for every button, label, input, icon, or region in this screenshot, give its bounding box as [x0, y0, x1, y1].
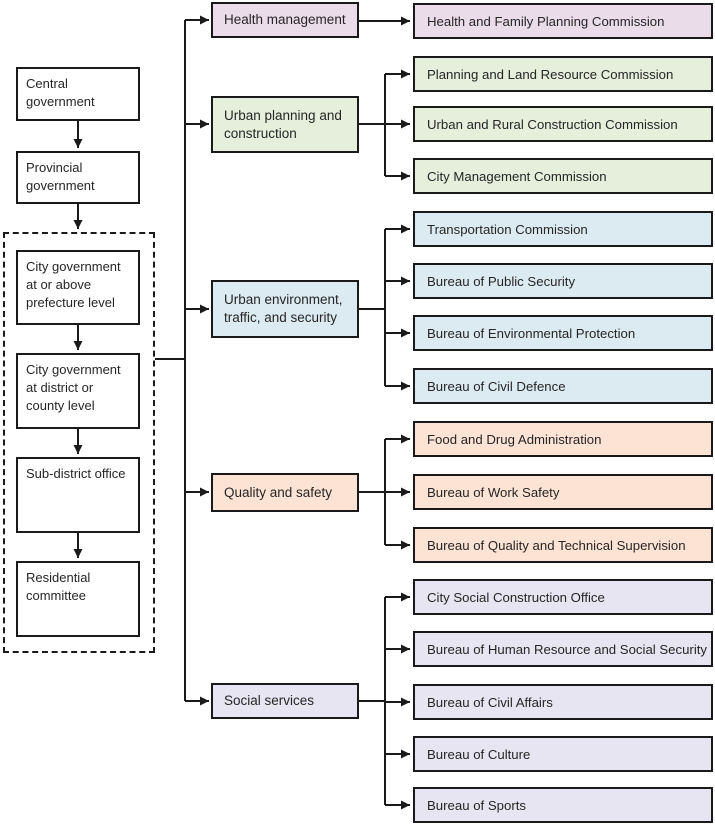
node-category-social-services: Social services [211, 683, 359, 719]
node-category-health-management: Health management [211, 2, 359, 38]
node-bureau-of-environmental-protection: Bureau of Environmental Protection [413, 315, 713, 351]
node-planning-land-resource-commission: Planning and Land Resource Commission [413, 56, 713, 92]
node-central-government: Central government [16, 67, 140, 121]
node-bureau-of-public-security: Bureau of Public Security [413, 263, 713, 299]
node-label: Bureau of Culture [427, 746, 531, 762]
node-label: Residential committee [26, 570, 91, 603]
node-label: Quality and safety [224, 484, 333, 500]
node-label: Health and Family Planning Commission [427, 13, 665, 29]
node-label: Bureau of Civil Affairs [427, 694, 553, 710]
node-sub-district-office: Sub-district office [16, 457, 140, 533]
node-bureau-of-human-resource-social-security: Bureau of Human Resource and Social Secu… [413, 631, 713, 667]
node-health-family-planning-commission: Health and Family Planning Commission [413, 3, 713, 39]
node-bureau-of-quality-technical-supervision: Bureau of Quality and Technical Supervis… [413, 527, 713, 563]
node-label: Health management [224, 12, 346, 28]
node-label: Central government [26, 76, 95, 109]
node-label: City Management Commission [427, 168, 607, 184]
node-city-management-commission: City Management Commission [413, 158, 713, 194]
node-bureau-of-sports: Bureau of Sports [413, 787, 713, 823]
node-food-and-drug-administration: Food and Drug Administration [413, 421, 713, 457]
node-bureau-of-civil-defence: Bureau of Civil Defence [413, 368, 713, 404]
node-label: Bureau of Civil Defence [427, 378, 566, 394]
node-provincial-government: Provincial government [16, 151, 140, 204]
node-label: Food and Drug Administration [427, 431, 602, 447]
node-label: City government at or above prefecture l… [26, 259, 121, 310]
node-category-urban-environment-traffic-security: Urban environment, traffic, and security [211, 280, 359, 338]
node-city-government-prefecture-level: City government at or above prefecture l… [16, 250, 140, 325]
dashed-municipal-group-outline [3, 232, 155, 653]
node-label: Planning and Land Resource Commission [427, 66, 674, 82]
node-bureau-of-civil-affairs: Bureau of Civil Affairs [413, 684, 713, 720]
node-label: Social services [224, 693, 315, 709]
node-transportation-commission: Transportation Commission [413, 211, 713, 247]
node-label: Bureau of Work Safety [427, 484, 560, 500]
node-label: Provincial government [26, 160, 95, 193]
node-label: Transportation Commission [427, 221, 588, 237]
node-label: Sub-district office [26, 466, 126, 481]
node-label: Bureau of Public Security [427, 273, 576, 289]
node-bureau-of-work-safety: Bureau of Work Safety [413, 474, 713, 510]
node-label: Bureau of Environmental Protection [427, 325, 636, 341]
node-label: City government at district or county le… [26, 362, 121, 413]
node-city-social-construction-office: City Social Construction Office [413, 579, 713, 615]
node-category-quality-and-safety: Quality and safety [211, 473, 359, 512]
node-label: Bureau of Quality and Technical Supervis… [427, 537, 686, 553]
node-category-urban-planning-construction: Urban planning and construction [211, 96, 359, 153]
node-label: Urban and Rural Construction Commission [427, 116, 678, 132]
node-label: Urban planning and construction [224, 107, 342, 141]
node-bureau-of-culture: Bureau of Culture [413, 736, 713, 772]
node-residential-committee: Residential committee [16, 561, 140, 637]
node-label: City Social Construction Office [427, 589, 605, 605]
node-city-government-district-level: City government at district or county le… [16, 353, 140, 429]
node-urban-rural-construction-commission: Urban and Rural Construction Commission [413, 106, 713, 142]
node-label: Bureau of Sports [427, 797, 526, 813]
node-label: Urban environment, traffic, and security [224, 292, 343, 325]
node-label: Bureau of Human Resource and Social Secu… [427, 641, 708, 657]
